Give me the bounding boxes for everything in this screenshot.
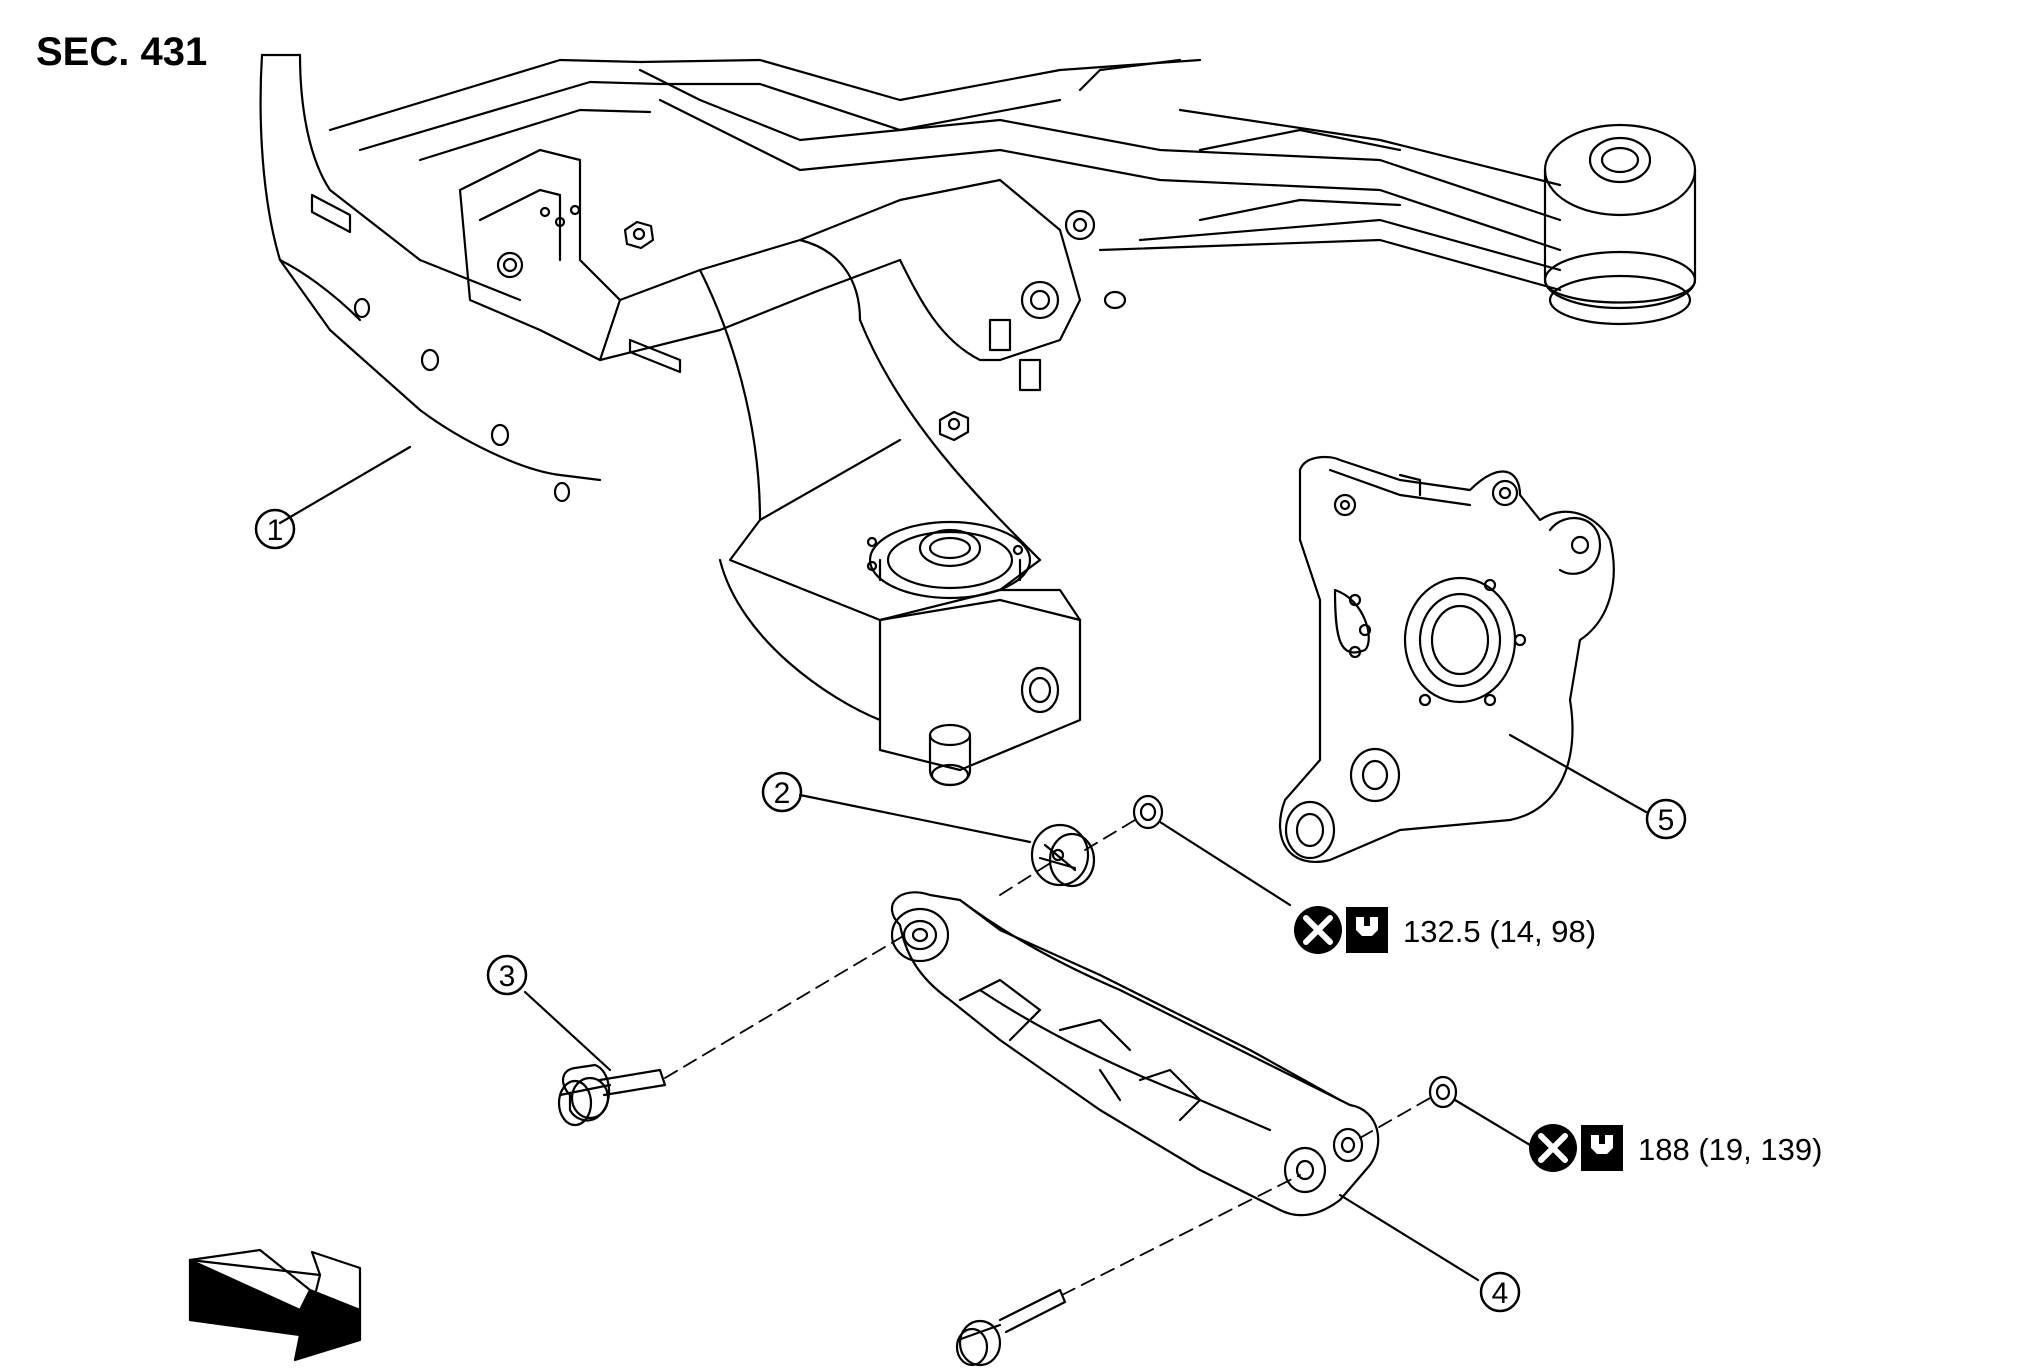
- axle-housing: [1279, 455, 1648, 863]
- adjusting-bolt: [523, 990, 667, 1127]
- adjusting-cam: [798, 793, 1096, 888]
- torque-1-icons: [1294, 906, 1388, 954]
- do-not-reuse-icon: [1294, 906, 1342, 954]
- suspension-member: [259, 53, 1697, 787]
- lower-link: [890, 891, 1480, 1282]
- section-label: SEC. 431: [36, 30, 208, 74]
- callout-5-circle: [1645, 798, 1687, 840]
- callout-2-circle: [761, 771, 803, 813]
- do-not-reuse-icon: [1529, 1124, 1577, 1172]
- callout-3-number: 3: [499, 960, 516, 993]
- callout-2-number: 2: [774, 777, 791, 810]
- assembly-lines: [664, 819, 1431, 1296]
- nut-torque-icon: [1346, 907, 1388, 953]
- callout-3-circle: [486, 954, 528, 996]
- callout-1-number: 1: [267, 514, 284, 547]
- torque-2-value: 188 (19, 139): [1638, 1132, 1823, 1167]
- callout-1-circle: [254, 508, 296, 550]
- rear-nut: [1428, 1075, 1532, 1147]
- front-direction-arrow: [188, 1248, 362, 1362]
- nut-torque-icon: [1581, 1125, 1623, 1171]
- callout-4-circle: [1479, 1271, 1521, 1313]
- callout-5-number: 5: [1658, 804, 1675, 837]
- torque-2-icons: [1529, 1124, 1623, 1172]
- rear-link-bolt: [955, 1288, 1067, 1367]
- cam-nut: [1132, 794, 1292, 907]
- callout-4-number: 4: [1492, 1277, 1509, 1310]
- torque-1-value: 132.5 (14, 98): [1403, 914, 1597, 949]
